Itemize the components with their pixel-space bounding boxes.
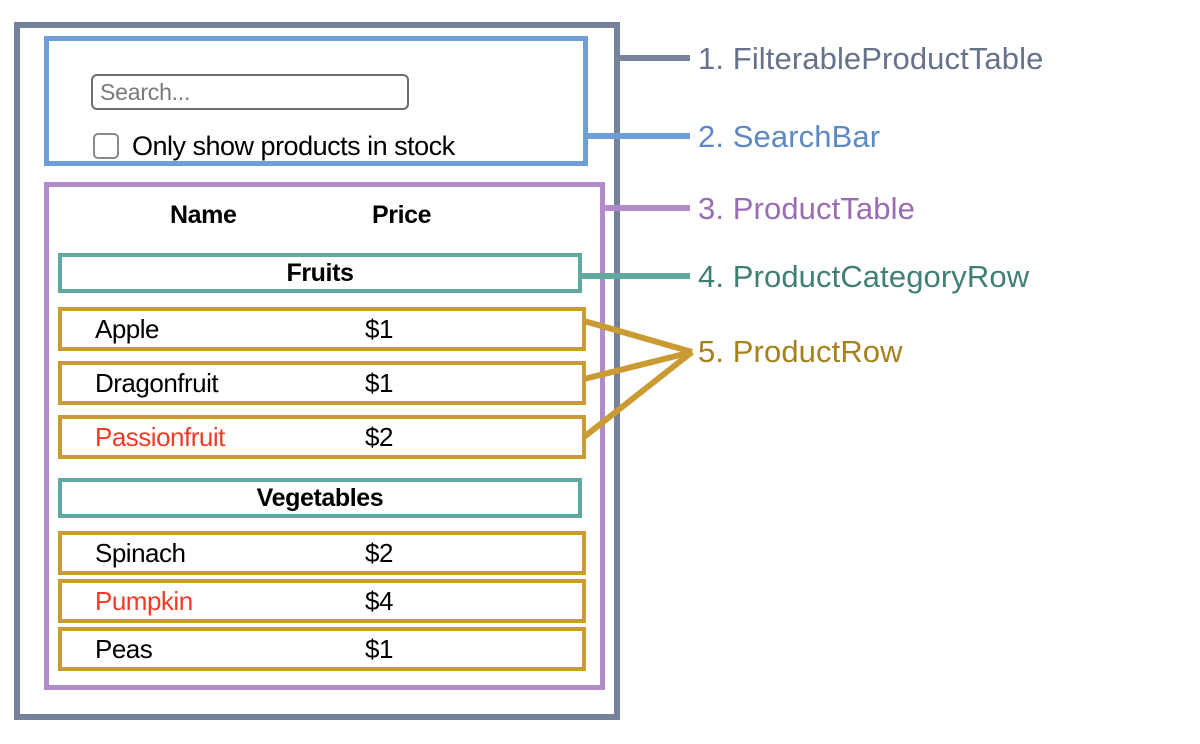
in-stock-filter-row[interactable]: Only show products in stock xyxy=(93,128,455,164)
category-label: Fruits xyxy=(286,258,354,287)
product-name: Peas xyxy=(95,634,153,664)
product-price: $2 xyxy=(365,422,393,452)
product-price: $1 xyxy=(365,314,393,344)
product-name-out-of-stock: Pumpkin xyxy=(95,586,193,616)
legend-label: SearchBar xyxy=(732,119,881,154)
legend-item-filterable-product-table: 1. FilterableProductTable xyxy=(698,41,1043,77)
legend-label: ProductCategoryRow xyxy=(732,259,1030,294)
legend-label: ProductTable xyxy=(732,191,915,226)
legend-label: FilterableProductTable xyxy=(732,41,1044,76)
product-price: $1 xyxy=(365,368,393,398)
legend-number: 5. xyxy=(698,334,733,369)
legend-number: 1. xyxy=(698,41,733,76)
product-name: Dragonfruit xyxy=(95,368,219,398)
legend-item-product-category-row: 4. ProductCategoryRow xyxy=(698,259,1029,295)
product-row[interactable]: Spinach $2 xyxy=(58,531,586,575)
product-row[interactable]: Apple $1 xyxy=(58,307,586,351)
product-category-row: Fruits xyxy=(58,253,582,293)
product-name-out-of-stock: Passionfruit xyxy=(95,422,225,452)
legend-number: 4. xyxy=(698,259,733,294)
product-name: Apple xyxy=(95,314,160,344)
legend-item-product-row: 5. ProductRow xyxy=(698,334,903,370)
legend-item-search-bar: 2. SearchBar xyxy=(698,119,880,155)
legend-number: 2. xyxy=(698,119,733,154)
product-name: Spinach xyxy=(95,538,186,568)
in-stock-checkbox[interactable] xyxy=(93,133,119,159)
legend-number: 3. xyxy=(698,191,733,226)
product-row[interactable]: Passionfruit $2 xyxy=(58,415,586,459)
legend-item-product-table: 3. ProductTable xyxy=(698,191,915,227)
in-stock-checkbox-label: Only show products in stock xyxy=(132,130,455,161)
product-price: $2 xyxy=(365,538,393,568)
search-input[interactable]: Search... xyxy=(91,74,409,110)
product-row[interactable]: Pumpkin $4 xyxy=(58,579,586,623)
product-row[interactable]: Dragonfruit $1 xyxy=(58,361,586,405)
category-label: Vegetables xyxy=(256,483,384,512)
product-table-header: Name Price xyxy=(60,196,590,238)
product-price: $1 xyxy=(365,634,393,664)
column-header-price: Price xyxy=(372,201,432,229)
product-price: $4 xyxy=(365,586,393,616)
search-bar-box xyxy=(44,36,588,166)
legend-label: ProductRow xyxy=(732,334,903,369)
product-category-row: Vegetables xyxy=(58,478,582,518)
column-header-name: Name xyxy=(170,201,237,229)
product-row[interactable]: Peas $1 xyxy=(58,627,586,671)
